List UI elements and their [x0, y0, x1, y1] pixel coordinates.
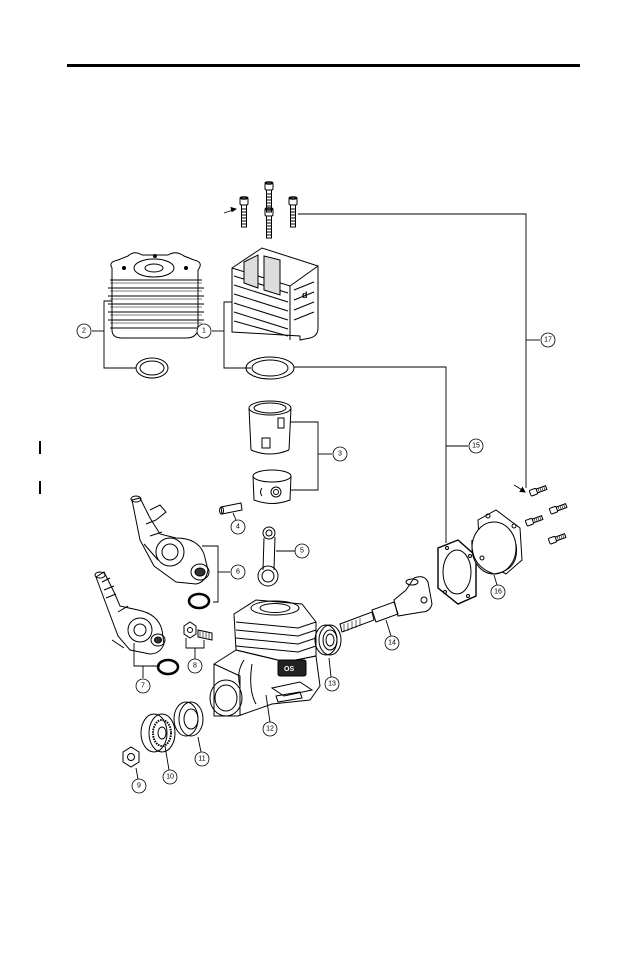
head-bolts	[240, 182, 297, 238]
callout-14: 14	[385, 636, 399, 650]
callout-17: 17	[541, 333, 555, 347]
back-cover	[472, 510, 522, 574]
svg-text:d: d	[302, 290, 308, 300]
callout-5: 5	[295, 544, 309, 558]
svg-text:1: 1	[202, 328, 206, 335]
callout-8: 8	[188, 659, 202, 673]
callout-11: 11	[195, 752, 209, 766]
callout-13: 13	[325, 677, 339, 691]
svg-text:7: 7	[141, 683, 145, 690]
carburetor-o-ring-lower	[158, 660, 178, 674]
callout-15: 15	[469, 439, 483, 453]
svg-text:12: 12	[266, 726, 274, 733]
cylinder-head: d	[232, 248, 318, 340]
svg-text:6: 6	[236, 569, 240, 576]
connecting-rod	[258, 527, 278, 586]
prop-drive-hub	[141, 714, 175, 752]
svg-text:3: 3	[338, 451, 342, 458]
svg-text:9: 9	[137, 783, 141, 790]
callout-1: 1	[197, 324, 211, 338]
callout-7: 7	[136, 679, 150, 693]
svg-text:2: 2	[82, 328, 86, 335]
callout-10: 10	[163, 770, 177, 784]
crankshaft	[340, 577, 432, 632]
front-bearing	[315, 625, 341, 655]
prop-nut	[123, 747, 139, 767]
crankcase: OS	[210, 600, 320, 716]
carburetor-upper	[131, 496, 209, 584]
svg-text:5: 5	[300, 548, 304, 555]
drive-washer	[174, 702, 203, 736]
callout-16: 16	[491, 585, 505, 599]
wrist-pin	[220, 503, 243, 514]
svg-text:11: 11	[198, 756, 205, 763]
carb-nut-and-stud	[184, 622, 212, 640]
piston	[253, 470, 291, 504]
svg-text:8: 8	[193, 663, 197, 670]
carburetor-lower	[95, 572, 165, 654]
svg-text:13: 13	[328, 681, 336, 688]
svg-text:14: 14	[388, 640, 396, 647]
callout-6: 6	[231, 565, 245, 579]
back-cover-gasket	[438, 540, 476, 604]
svg-text:4: 4	[236, 524, 240, 531]
svg-text:OS: OS	[284, 666, 294, 673]
head-gaskets	[136, 357, 294, 379]
svg-text:16: 16	[494, 589, 502, 596]
back-cover-screws	[525, 485, 567, 544]
carburetor-o-ring-upper	[189, 594, 209, 608]
svg-text:17: 17	[544, 337, 552, 344]
svg-text:10: 10	[166, 774, 174, 781]
callout-12: 12	[263, 722, 277, 736]
leader-lines	[92, 208, 540, 780]
cooling-head	[108, 253, 204, 338]
callout-2: 2	[77, 324, 91, 338]
callout-4: 4	[231, 520, 245, 534]
svg-text:15: 15	[472, 443, 480, 450]
cylinder-liner	[249, 401, 291, 454]
callout-9: 9	[132, 779, 146, 793]
callout-3: 3	[333, 447, 347, 461]
